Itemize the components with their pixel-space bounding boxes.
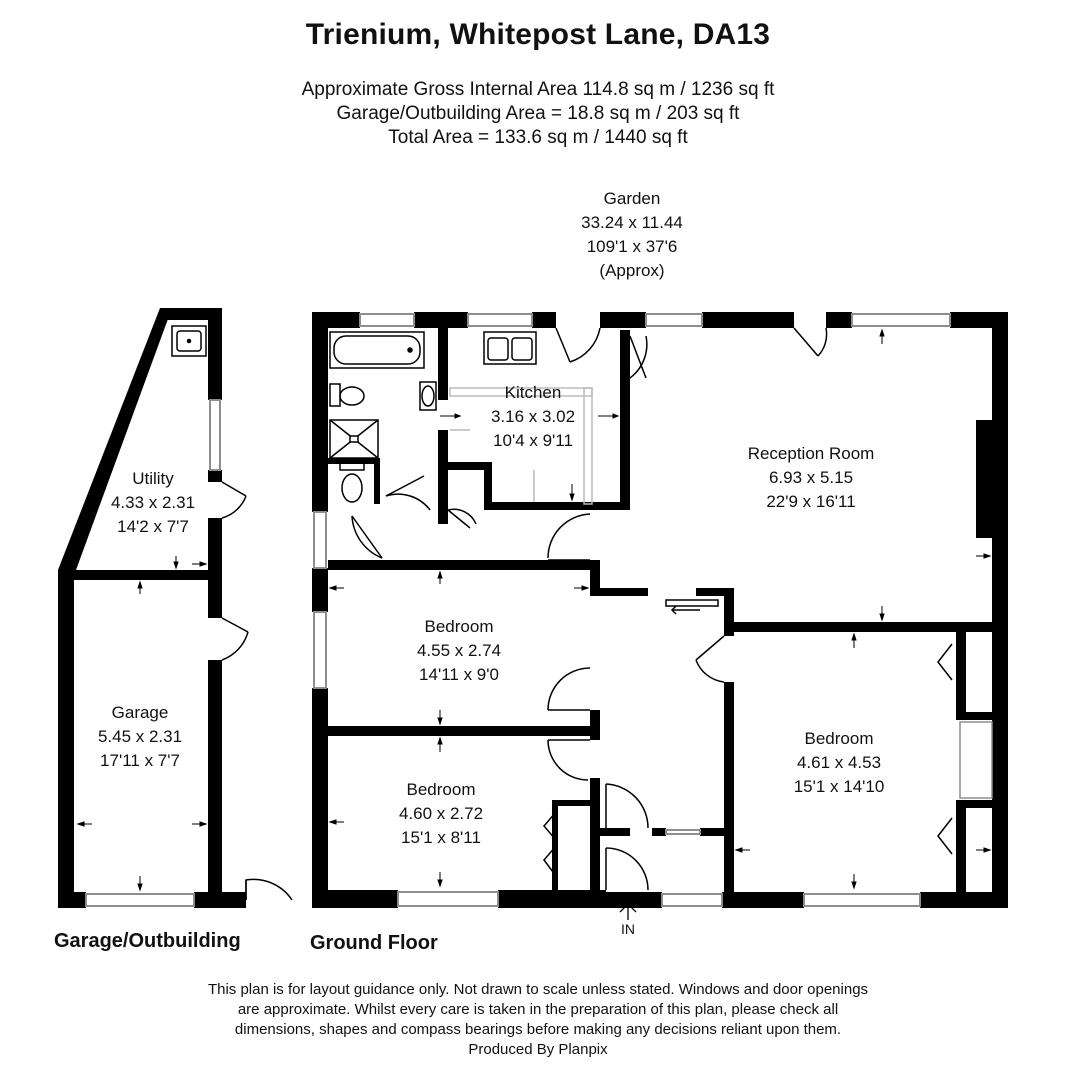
entrance-label: IN — [621, 921, 635, 937]
utility-door — [221, 481, 247, 519]
outbuilding-walls — [58, 308, 246, 908]
garage-area: Garage/Outbuilding Area = 18.8 sq m / 20… — [336, 103, 740, 124]
dimension-ticks — [76, 328, 992, 892]
garage-side-door — [221, 617, 249, 661]
room-utility: Utility 4.33 x 2.31 14'2 x 7'7 — [111, 469, 195, 536]
svg-text:Bedroom: Bedroom — [425, 617, 494, 636]
svg-text:17'11 x 7'7: 17'11 x 7'7 — [100, 751, 180, 770]
room-bedroom-2: Bedroom 4.60 x 2.72 15'1 x 8'11 — [399, 780, 483, 847]
kitchen-fixtures — [449, 331, 593, 505]
area-summary: Approximate Gross Internal Area 114.8 sq… — [0, 78, 1076, 150]
garden-imperial: 109'1 x 37'6 — [587, 237, 678, 256]
disclaimer-producer: Produced By Planpix — [468, 1041, 608, 1058]
svg-text:4.60 x 2.72: 4.60 x 2.72 — [399, 804, 483, 823]
garden-metric: 33.24 x 11.44 — [581, 213, 683, 232]
garden-name: Garden — [604, 189, 661, 208]
svg-text:5.45 x 2.31: 5.45 x 2.31 — [98, 727, 182, 746]
house-doors — [351, 327, 993, 891]
svg-text:14'2 x 7'7: 14'2 x 7'7 — [117, 517, 189, 536]
total-area: Total Area = 133.6 sq m / 1440 sq ft — [388, 127, 688, 148]
disclaimer-line-3: dimensions, shapes and compass bearings … — [234, 1021, 842, 1038]
svg-text:Bedroom: Bedroom — [407, 780, 476, 799]
disclaimer-line-1: This plan is for layout guidance only. N… — [207, 981, 869, 998]
svg-text:4.61 x 4.53: 4.61 x 4.53 — [797, 753, 881, 772]
outbuilding-windows — [85, 399, 221, 907]
svg-text:22'9 x 16'11: 22'9 x 16'11 — [766, 492, 855, 511]
svg-text:15'1 x 14'10: 15'1 x 14'10 — [794, 777, 885, 796]
garden-note: (Approx) — [599, 261, 664, 280]
svg-text:6.93 x 5.15: 6.93 x 5.15 — [769, 468, 853, 487]
outbuilding-entry-door — [245, 878, 293, 901]
gross-internal-area: Approximate Gross Internal Area 114.8 sq… — [301, 79, 775, 100]
house-walls — [312, 312, 1008, 908]
room-bedroom-3: Bedroom 4.61 x 4.53 15'1 x 14'10 — [794, 729, 885, 796]
room-reception: Reception Room 6.93 x 5.15 22'9 x 16'11 — [748, 444, 875, 511]
svg-text:Garage: Garage — [112, 703, 169, 722]
disclaimer-line-2: are approximate. Whilst every care is ta… — [237, 1001, 839, 1018]
svg-text:Bedroom: Bedroom — [805, 729, 874, 748]
garden-label: Garden 33.24 x 11.44 109'1 x 37'6 (Appro… — [581, 189, 683, 280]
svg-text:3.16 x 3.02: 3.16 x 3.02 — [491, 407, 575, 426]
house-windows — [313, 313, 951, 907]
svg-text:4.55 x 2.74: 4.55 x 2.74 — [417, 641, 501, 660]
floor-label-ground: Ground Floor — [310, 932, 438, 954]
bathroom-fixtures — [329, 331, 437, 503]
disclaimer: This plan is for layout guidance only. N… — [0, 980, 1076, 1060]
room-bedroom-1: Bedroom 4.55 x 2.74 14'11 x 9'0 — [417, 617, 501, 684]
svg-text:14'11 x 9'0: 14'11 x 9'0 — [419, 665, 499, 684]
svg-text:Utility: Utility — [132, 469, 174, 488]
entrance-arrow-icon — [619, 903, 637, 920]
svg-text:10'4 x 9'11: 10'4 x 9'11 — [493, 431, 573, 450]
svg-text:Reception Room: Reception Room — [748, 444, 875, 463]
room-garage: Garage 5.45 x 2.31 17'11 x 7'7 — [98, 703, 182, 770]
utility-sink-icon — [171, 325, 207, 357]
svg-text:Kitchen: Kitchen — [505, 383, 562, 402]
floor-label-outbuilding: Garage/Outbuilding — [54, 930, 241, 952]
svg-text:15'1 x 8'11: 15'1 x 8'11 — [401, 828, 481, 847]
svg-text:4.33 x 2.31: 4.33 x 2.31 — [111, 493, 195, 512]
plan-title: Trienium, Whitepost Lane, DA13 — [305, 18, 771, 51]
room-kitchen: Kitchen 3.16 x 3.02 10'4 x 9'11 — [491, 383, 575, 450]
